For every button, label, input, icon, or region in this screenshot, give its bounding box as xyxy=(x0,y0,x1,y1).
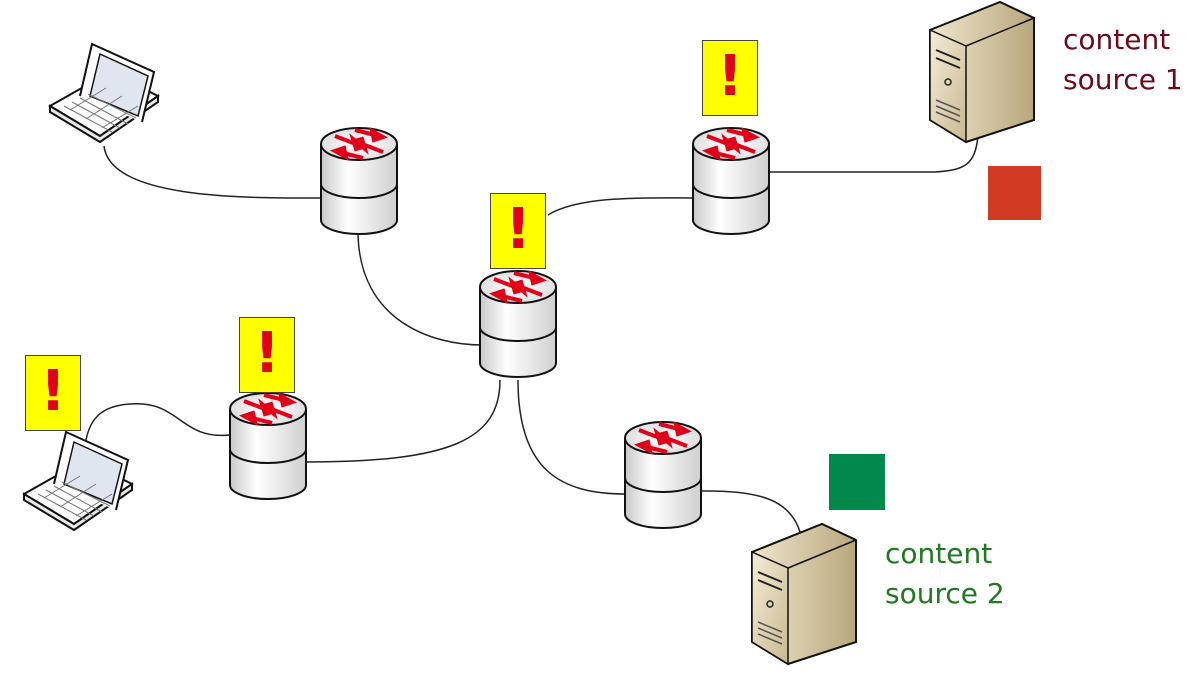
server-content-source-1 xyxy=(929,1,1035,143)
content-source-2-label-line-2: source 2 xyxy=(885,577,1005,610)
content-source-1-label: content source 1 xyxy=(1063,20,1183,100)
router-center xyxy=(478,269,558,379)
router-left xyxy=(228,391,308,501)
status-square-source-1 xyxy=(988,166,1041,220)
link-router-center-router-top xyxy=(547,197,695,216)
alert-glyph: ! xyxy=(40,359,66,424)
link-router-top-server1 xyxy=(768,135,979,173)
router-top xyxy=(691,126,771,236)
alert-icon: ! xyxy=(490,193,546,269)
router-1 xyxy=(319,126,399,236)
link-router-bottom-server2 xyxy=(699,490,801,533)
router-bottom xyxy=(623,420,703,530)
alert-glyph: ! xyxy=(505,197,531,262)
laptop-1 xyxy=(49,43,159,143)
status-square-source-2 xyxy=(829,454,885,510)
laptop-2 xyxy=(23,431,133,531)
link-laptop1-router1 xyxy=(103,145,323,199)
link-router-left-laptop2 xyxy=(85,403,231,441)
alert-glyph: ! xyxy=(717,44,743,109)
link-router-center-router-bottom xyxy=(517,379,627,495)
alert-icon: ! xyxy=(702,40,758,116)
link-router1-router-center xyxy=(357,233,484,346)
alert-icon: ! xyxy=(25,355,81,431)
content-source-2-label: content source 2 xyxy=(885,534,1005,614)
link-router-center-router-left xyxy=(305,379,501,463)
content-source-1-label-line-2: source 1 xyxy=(1063,63,1183,96)
content-source-1-label-line-1: content xyxy=(1063,23,1171,56)
alert-glyph: ! xyxy=(254,321,280,386)
alert-icon: ! xyxy=(239,317,295,393)
content-source-2-label-line-1: content xyxy=(885,537,993,570)
server-content-source-2 xyxy=(751,523,857,665)
